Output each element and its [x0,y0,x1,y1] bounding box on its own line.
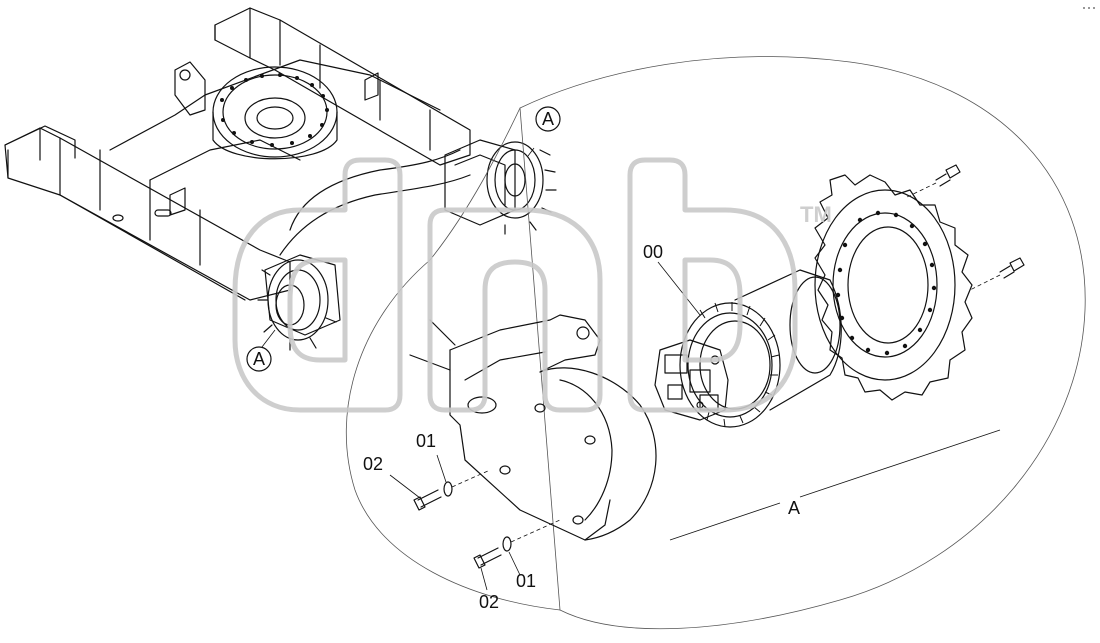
leader-lines [261,147,1001,591]
washer-01-lower [502,536,512,552]
part-label-02-lower: 02 [479,592,499,612]
bolt-02-upper [413,489,442,511]
part-label-01-upper: 01 [416,431,436,451]
svg-text:A: A [542,109,554,129]
part-label-01-lower: 01 [516,571,536,591]
sprocket-bolt-right [969,257,1025,291]
detail-a-enclosure [345,56,1086,630]
watermark-logo: TM [232,157,832,413]
part-label-00: 00 [643,242,663,262]
sprocket-bolt-top [904,164,961,199]
sprocket [814,174,973,401]
part-label-02-upper: 02 [363,454,383,474]
frame-bracket [409,314,657,541]
svg-text:TM: TM [800,202,832,227]
svg-text:A: A [253,349,265,369]
undercarriage-frame [4,7,557,351]
detail-a-label: A [788,498,800,518]
callout-a-lower: A [246,346,272,372]
bolt-02-lower [473,547,502,569]
corner-mark [1083,7,1095,9]
callout-a-upper: A [535,106,561,132]
washer-01-upper [443,481,453,497]
